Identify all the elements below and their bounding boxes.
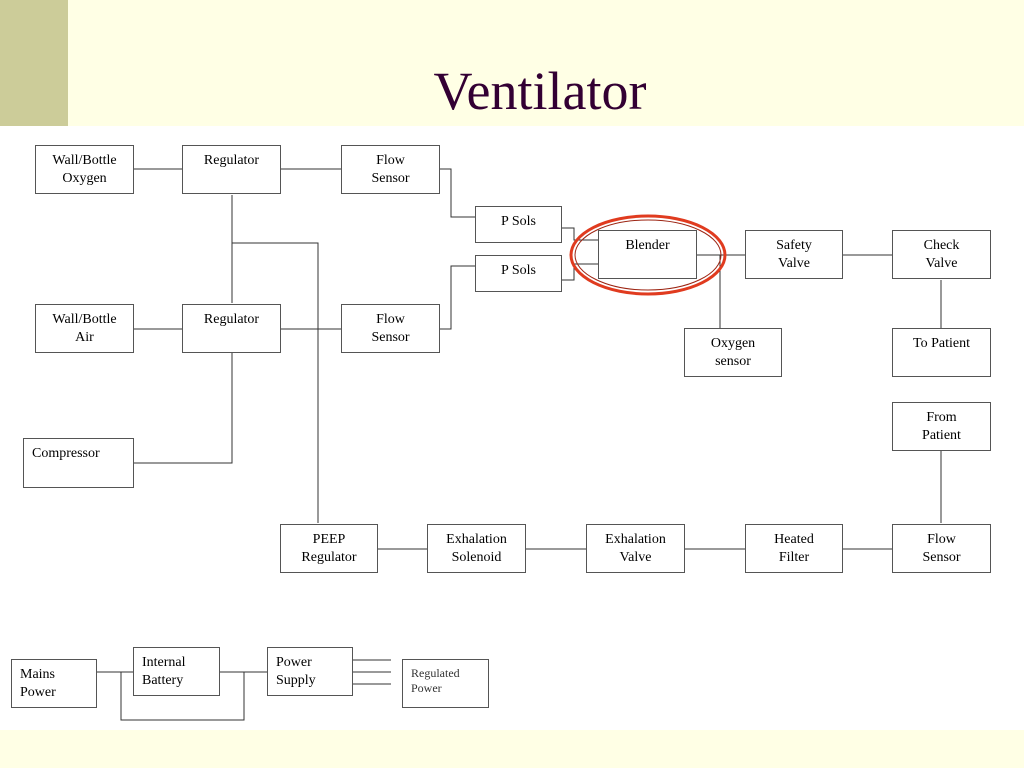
accent-bar bbox=[0, 0, 68, 126]
heated-filter-box: Heated Filter bbox=[745, 524, 843, 573]
safety-valve-box: Safety Valve bbox=[745, 230, 843, 279]
exhalation-solenoid-box: Exhalation Solenoid bbox=[427, 524, 526, 573]
p-sols-2-box: P Sols bbox=[475, 255, 562, 292]
regulator-oxygen-box: Regulator bbox=[182, 145, 281, 194]
exhalation-valve-box: Exhalation Valve bbox=[586, 524, 685, 573]
regulated-power-box: Regulated Power bbox=[402, 659, 489, 708]
slide-title: Ventilator bbox=[433, 61, 647, 121]
flow-sensor-air-box: Flow Sensor bbox=[341, 304, 440, 353]
flow-sensor-oxygen-box: Flow Sensor bbox=[341, 145, 440, 194]
check-valve-box: Check Valve bbox=[892, 230, 991, 279]
power-supply-box: Power Supply bbox=[267, 647, 353, 696]
mains-power-box: Mains Power bbox=[11, 659, 97, 708]
flow-sensor-patient-box: Flow Sensor bbox=[892, 524, 991, 573]
internal-battery-box: Internal Battery bbox=[133, 647, 220, 696]
p-sols-1-box: P Sols bbox=[475, 206, 562, 243]
blender-box: Blender bbox=[598, 230, 697, 279]
regulator-air-box: Regulator bbox=[182, 304, 281, 353]
compressor-box: Compressor bbox=[23, 438, 134, 488]
from-patient-box: From Patient bbox=[892, 402, 991, 451]
to-patient-box: To Patient bbox=[892, 328, 991, 377]
oxygen-sensor-box: Oxygen sensor bbox=[684, 328, 782, 377]
wall-air-box: Wall/Bottle Air bbox=[35, 304, 134, 353]
wall-oxygen-box: Wall/Bottle Oxygen bbox=[35, 145, 134, 194]
peep-regulator-box: PEEP Regulator bbox=[280, 524, 378, 573]
